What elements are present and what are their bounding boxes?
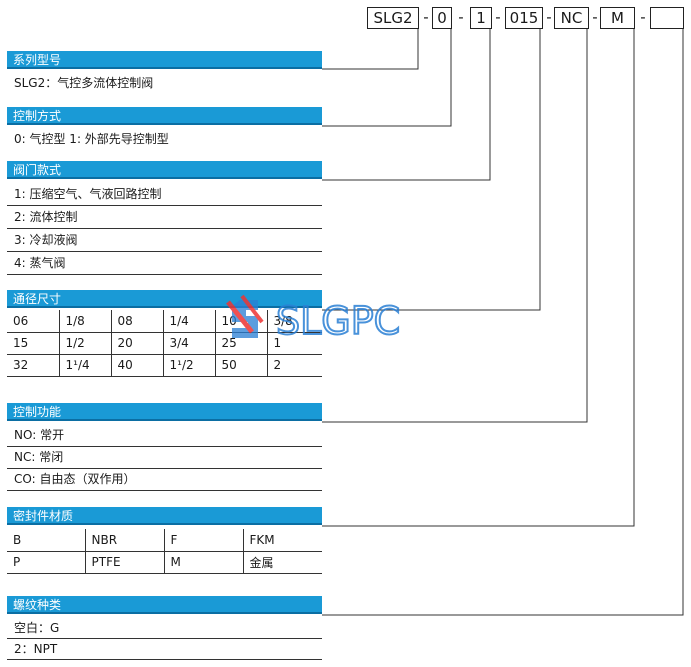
table-cell: 1¹/4 [59, 354, 112, 377]
section-header-series: 系列型号 [7, 51, 322, 69]
seal-table: B NBR F FKM P PTFE M 金属 [7, 529, 322, 574]
valve-type-row: 2: 流体控制 [7, 206, 322, 229]
code-separator: - [640, 8, 646, 26]
code-separator: - [423, 8, 429, 26]
code-part-thread [650, 7, 684, 29]
table-cell: 1/8 [59, 310, 112, 333]
code-part-function: NC [554, 7, 589, 29]
table-cell: 1/2 [59, 332, 112, 355]
connector-bore [322, 29, 541, 311]
table-row: B NBR F FKM [7, 529, 322, 552]
table-cell: 2 [267, 354, 322, 377]
table-cell: M [164, 551, 244, 574]
table-row: P PTFE M 金属 [7, 551, 322, 574]
logo-mark-icon [226, 294, 264, 338]
valve-type-row: 4: 蒸气阀 [7, 252, 322, 275]
table-cell: 50 [215, 354, 268, 377]
section-header-seal: 密封件材质 [7, 507, 322, 525]
section-header-valve-type: 阀门款式 [7, 161, 322, 179]
logo-text: SLGPC [276, 299, 400, 343]
table-row: 32 1¹/4 40 1¹/2 50 2 [7, 354, 322, 377]
table-cell: 1/4 [163, 310, 216, 333]
code-separator: - [495, 8, 501, 26]
section-header-function: 控制功能 [7, 403, 322, 421]
series-row: SLG2：气控多流体控制阀 [14, 76, 154, 90]
table-cell: 08 [111, 310, 164, 333]
code-part-valve-type: 1 [470, 7, 492, 29]
table-cell: 06 [7, 310, 60, 333]
connector-function [322, 29, 588, 423]
table-cell: 3/8 [267, 310, 322, 333]
table-cell: B [7, 529, 86, 552]
table-cell: 32 [7, 354, 60, 377]
table-row: 15 1/2 20 3/4 25 1 [7, 332, 322, 355]
connector-valve-type [322, 29, 491, 181]
table-cell: 金属 [243, 551, 322, 574]
control-mode-row: 0: 气控型 1: 外部先导控制型 [14, 132, 169, 146]
table-cell: PTFE [85, 551, 165, 574]
table-cell: P [7, 551, 86, 574]
section-header-control-mode: 控制方式 [7, 107, 322, 125]
table-cell: 1¹/2 [163, 354, 216, 377]
code-part-seal: M [600, 7, 635, 29]
table-cell: 40 [111, 354, 164, 377]
thread-row: 空白：G [7, 618, 322, 639]
code-separator: - [592, 8, 598, 26]
section-header-thread: 螺纹种类 [7, 596, 322, 614]
table-cell: FKM [243, 529, 322, 552]
slgpc-logo: SLGPC [226, 294, 401, 344]
table-cell: 1 [267, 332, 322, 355]
table-cell: F [164, 529, 244, 552]
function-row: NC: 常闭 [7, 446, 322, 469]
valve-type-row: 3: 冷却液阀 [7, 229, 322, 252]
connector-control-mode [322, 29, 452, 127]
code-separator: - [546, 8, 552, 26]
code-part-control-mode: 0 [432, 7, 452, 29]
table-cell: NBR [85, 529, 165, 552]
code-separator: - [458, 8, 464, 26]
table-cell: 15 [7, 332, 60, 355]
code-part-series: SLG2 [367, 7, 419, 29]
connector-seal [322, 29, 635, 527]
table-cell: 3/4 [163, 332, 216, 355]
function-row: NO: 常开 [7, 424, 322, 447]
code-part-bore: 015 [505, 7, 543, 29]
thread-row: 2：NPT [7, 639, 322, 660]
table-cell: 20 [111, 332, 164, 355]
connector-thread [322, 29, 684, 616]
valve-type-row: 1: 压缩空气、气液回路控制 [7, 183, 322, 206]
connector-series [322, 29, 419, 70]
function-row: CO: 自由态（双作用） [7, 468, 322, 491]
